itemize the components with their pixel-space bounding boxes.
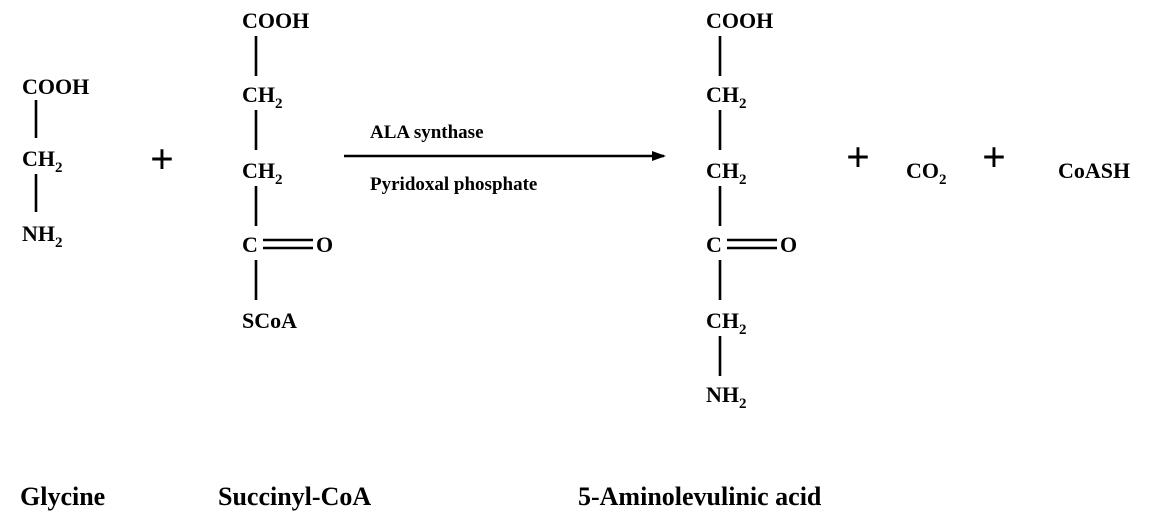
ala-ch2-b: CH2 bbox=[706, 158, 747, 188]
ala-label: 5-Aminolevulinic acid bbox=[578, 482, 822, 511]
succinyl-coa-structure: COOH CH2 CH2 C O SCoA bbox=[242, 8, 333, 333]
co2-formula: CO2 bbox=[906, 158, 947, 188]
glycine-ch2: CH2 bbox=[22, 146, 63, 176]
glycine-cooh: COOH bbox=[22, 74, 89, 99]
ala-ch2-c: CH2 bbox=[706, 308, 747, 338]
ala-cooh: COOH bbox=[706, 8, 773, 33]
succinyl-coa-scoa: SCoA bbox=[242, 308, 297, 333]
plus-sign-3: + bbox=[982, 135, 1006, 181]
succinyl-coa-cooh: COOH bbox=[242, 8, 309, 33]
coash-formula: CoASH bbox=[1058, 158, 1130, 183]
succinyl-coa-ch2-b: CH2 bbox=[242, 158, 283, 188]
succinyl-coa-label: Succinyl-CoA bbox=[218, 482, 371, 511]
plus-sign-2: + bbox=[846, 135, 870, 181]
glycine-label: Glycine bbox=[20, 482, 105, 511]
succinyl-coa-carbonyl-carbon: C bbox=[242, 232, 258, 257]
succinyl-coa-ch2-a: CH2 bbox=[242, 82, 283, 112]
ala-carbonyl-oxygen: O bbox=[780, 232, 797, 257]
enzyme-label: ALA synthase bbox=[370, 122, 484, 143]
reaction-arrow: ALA synthase Pyridoxal phosphate bbox=[344, 122, 666, 195]
ala-nh2: NH2 bbox=[706, 382, 747, 412]
glycine-nh2: NH2 bbox=[22, 221, 63, 251]
ala-structure: COOH CH2 CH2 C O CH2 NH2 bbox=[706, 8, 797, 412]
succinyl-coa-carbonyl-oxygen: O bbox=[316, 232, 333, 257]
ala-ch2-a: CH2 bbox=[706, 82, 747, 112]
glycine-structure: COOH CH2 NH2 bbox=[22, 74, 89, 251]
cofactor-label: Pyridoxal phosphate bbox=[370, 174, 537, 195]
plus-sign-1: + bbox=[150, 137, 174, 183]
ala-carbonyl-carbon: C bbox=[706, 232, 722, 257]
